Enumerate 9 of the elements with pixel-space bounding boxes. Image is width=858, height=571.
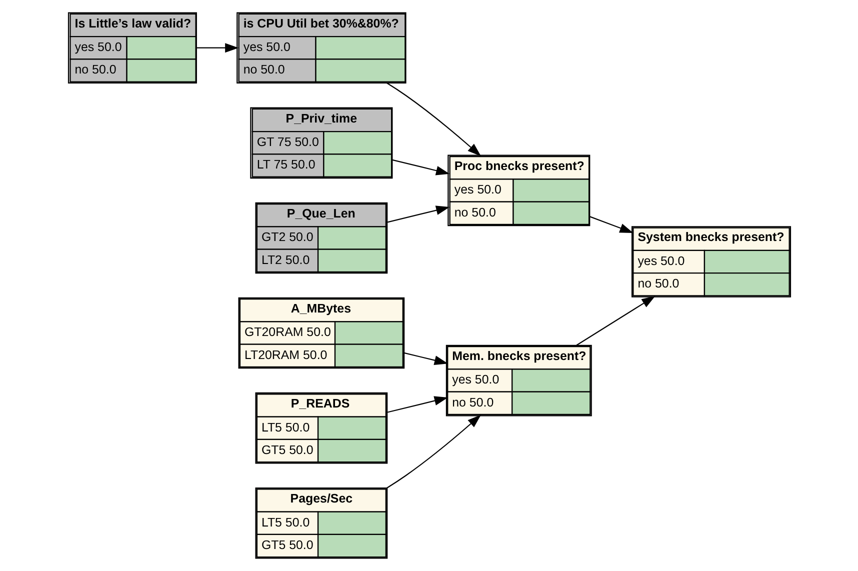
arrow xyxy=(386,396,448,413)
arrow xyxy=(589,216,633,233)
arrow xyxy=(576,296,655,346)
arrow xyxy=(386,82,481,156)
arrow xyxy=(392,159,450,176)
arrow xyxy=(404,352,448,365)
arrow xyxy=(386,206,450,223)
arrow xyxy=(196,43,238,53)
arrow xyxy=(386,414,481,488)
